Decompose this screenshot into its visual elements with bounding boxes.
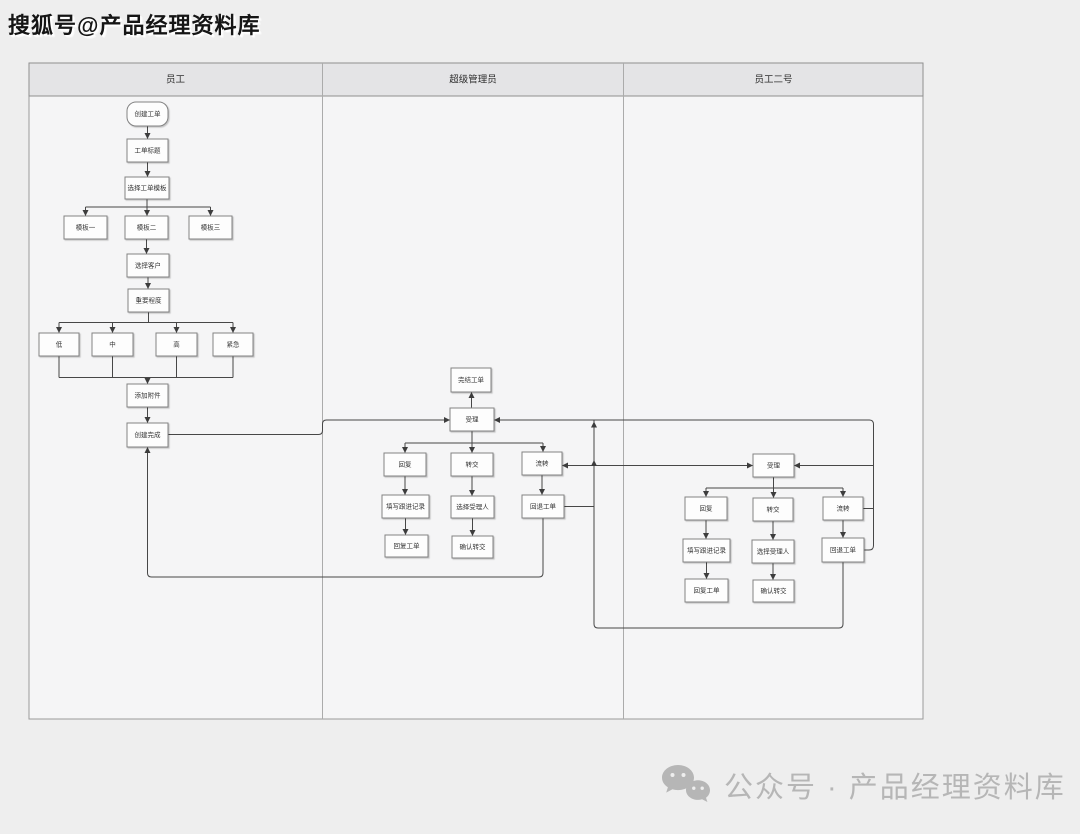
wechat-watermark-text: 公众号 · 产品经理资料库 [724,772,1066,804]
svg-text:确认转交: 确认转交 [460,542,487,551]
node-priority-urgent: 紧急 [212,332,254,357]
svg-text:填写跟进记录: 填写跟进记录 [687,546,727,555]
node-create-ticket: 创建工单 [126,101,169,127]
svg-text:完结工单: 完结工单 [458,375,485,384]
svg-text:回复工单: 回复工单 [394,541,421,550]
node-transfer-emp2: 转交 [752,497,794,522]
svg-text:受理: 受理 [466,415,480,424]
svg-text:选择受理人: 选择受理人 [757,547,790,556]
svg-text:选择客户: 选择客户 [135,261,161,270]
edges [56,126,874,629]
node-choose-template: 选择工单模板 [124,176,170,200]
edge-rollback-emp2-to-accept-admin [494,417,874,551]
svg-text:紧急: 紧急 [227,340,241,349]
svg-text:流转: 流转 [536,459,550,468]
node-rollback-admin: 回退工单 [521,494,565,519]
node-priority-low: 低 [38,332,80,357]
lane-title-employee2: 员工二号 [754,75,792,86]
node-importance: 重要程度 [127,288,170,313]
edge-return-loop [593,420,844,629]
node-priority-high: 高 [155,332,198,357]
svg-text:受理: 受理 [767,461,781,470]
svg-text:重要程度: 重要程度 [136,296,163,305]
node-confirm-transfer-emp2: 确认转交 [752,579,795,603]
node-template-3: 模板三 [188,215,233,240]
node-reply-emp2: 回复 [684,496,728,521]
svg-text:回退工单: 回退工单 [830,545,857,554]
node-add-attachment: 添加附件 [126,383,169,408]
edge-rollback-return-to-create-done [144,447,544,578]
wechat-icon [661,764,711,806]
svg-text:添加附件: 添加附件 [135,391,162,400]
node-fill-record-emp2: 填写跟进记录 [682,538,731,563]
svg-text:选择工单模板: 选择工单模板 [128,183,168,192]
node-priority-medium: 中 [91,332,134,357]
node-template-1: 模板一 [63,215,108,240]
svg-text:低: 低 [56,340,63,349]
node-reply-ticket-emp2: 回复工单 [684,578,729,603]
svg-text:选择受理人: 选择受理人 [456,502,489,511]
svg-text:确认转交: 确认转交 [761,586,788,595]
svg-text:转交: 转交 [767,505,781,514]
svg-text:回复: 回复 [700,504,714,513]
svg-text:创建完成: 创建完成 [135,430,162,439]
node-reply-admin: 回复 [383,452,427,477]
node-accept-admin: 受理 [449,407,495,432]
svg-text:模板三: 模板三 [201,223,221,232]
svg-text:高: 高 [173,340,180,349]
svg-text:工单标题: 工单标题 [135,146,162,155]
svg-text:转交: 转交 [466,460,480,469]
svg-text:回复工单: 回复工单 [694,586,721,595]
node-choose-handler-emp2: 选择受理人 [751,539,795,564]
svg-text:中: 中 [109,340,116,349]
node-confirm-transfer-admin: 确认转交 [451,535,494,559]
node-reply-ticket-admin: 回复工单 [384,534,429,558]
edge-done-to-accept-admin [168,417,450,435]
node-ticket-title: 工单标题 [126,138,169,163]
sohu-watermark: 搜狐号@产品经理资料库 [8,13,261,38]
node-accept-emp2: 受理 [752,453,795,478]
svg-text:模板二: 模板二 [137,223,157,232]
node-choose-customer: 选择客户 [126,253,170,278]
svg-text:填写跟进记录: 填写跟进记录 [386,502,426,511]
node-choose-handler-admin: 选择受理人 [450,495,495,519]
node-create-done: 创建完成 [126,422,169,448]
node-fill-record-admin: 填写跟进记录 [381,494,430,519]
lane-title-employee: 员工 [166,75,186,86]
svg-text:创建工单: 创建工单 [135,109,162,118]
lane-title-admin: 超级管理员 [449,74,497,86]
nodes: 创建工单 工单标题 选择工单模板 模板一 模板二 模板三 选择客户 重要程度 低… [38,101,865,603]
svg-text:回退工单: 回退工单 [530,502,557,511]
node-circulate-emp2: 流转 [822,496,864,521]
wechat-watermark: 公众号 · 产品经理资料库 [661,764,1066,806]
node-transfer-admin: 转交 [450,452,494,477]
lane-header-bar [28,62,924,97]
edge-priority-merge [58,356,234,378]
node-template-2: 模板二 [124,215,169,240]
svg-text:流转: 流转 [837,504,851,513]
node-rollback-emp2: 回退工单 [821,537,865,563]
node-finish-ticket: 完结工单 [450,367,492,393]
svg-text:模板一: 模板一 [76,223,96,232]
edge-accept-admin-split [405,431,543,444]
edge-accept-emp2-split [706,477,843,489]
node-circulate-admin: 流转 [521,451,563,476]
svg-text:回复: 回复 [399,460,413,469]
edge-priority-split [59,312,233,323]
